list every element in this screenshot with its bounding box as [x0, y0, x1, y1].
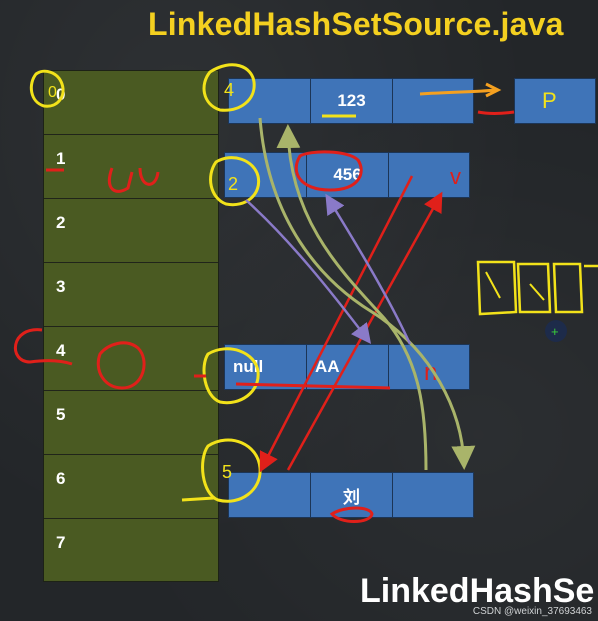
- node-value: [515, 79, 595, 123]
- table-slot-7: 7: [44, 519, 218, 581]
- table-slot-0: 0: [44, 71, 218, 135]
- table-slot-2: 2: [44, 199, 218, 263]
- linked-node-p: [514, 78, 596, 124]
- watermark: CSDN @weixin_37693463: [472, 606, 592, 617]
- red-letter-v: v: [450, 164, 461, 189]
- red-circle-456: [294, 150, 363, 192]
- red-letter-n: n: [424, 359, 437, 386]
- red-circle-liu: [329, 506, 374, 523]
- green-link-arrows: [258, 117, 476, 471]
- yellow-sketch-boxes: [476, 260, 598, 316]
- order-mark-4-label: 4: [224, 80, 234, 100]
- red-squiggle-1: [46, 167, 160, 193]
- circled-zero-label: 0: [48, 84, 57, 101]
- node-before-field: [229, 79, 311, 123]
- table-index: 2: [56, 213, 66, 232]
- circled-zero-mark: 0: [29, 69, 65, 108]
- letter-v: v: [450, 164, 461, 189]
- node-after-field: [393, 473, 473, 517]
- purple-link-arrows: [245, 193, 412, 345]
- cursor-dot: +: [545, 320, 567, 342]
- table-slot-5: 5: [44, 391, 218, 455]
- order-mark-5: 5: [181, 438, 262, 503]
- table-index: 5: [56, 405, 66, 424]
- page-title: LinkedHashSetSource.java: [148, 6, 564, 42]
- node-after-field: [393, 79, 473, 123]
- table-index: 6: [56, 469, 66, 488]
- table-index: 1: [56, 149, 66, 168]
- order-mark-2-label: 2: [228, 174, 238, 194]
- table-index: 3: [56, 277, 66, 296]
- node-before-field: [229, 473, 311, 517]
- table-slot-3: 3: [44, 263, 218, 327]
- hash-table: 0 1 2 3 4 5 6 7: [43, 70, 219, 582]
- red-bracket: [14, 328, 146, 390]
- null-circle-mark: [194, 347, 260, 405]
- table-slot-4: 4: [44, 327, 218, 391]
- order-mark-4: 4: [202, 63, 256, 112]
- letter-n: n: [424, 359, 437, 386]
- linked-node-liu: 刘: [228, 472, 474, 518]
- table-slot-6: 6: [44, 455, 218, 519]
- footer-title: LinkedHashSe: [360, 572, 595, 610]
- letter-p: P: [542, 88, 557, 113]
- table-index: 7: [56, 533, 66, 552]
- svg-text:+: +: [551, 324, 559, 339]
- order-mark-5-label: 5: [222, 462, 232, 482]
- table-slot-1: 1: [44, 135, 218, 199]
- red-underline-null: [235, 382, 391, 390]
- arrow-to-p: P: [419, 82, 557, 115]
- table-index: 0: [56, 85, 66, 104]
- table-index: 4: [56, 341, 66, 360]
- node-after-field: [389, 153, 469, 197]
- node-value: 刘: [311, 473, 393, 517]
- order-mark-2: 2: [209, 156, 261, 207]
